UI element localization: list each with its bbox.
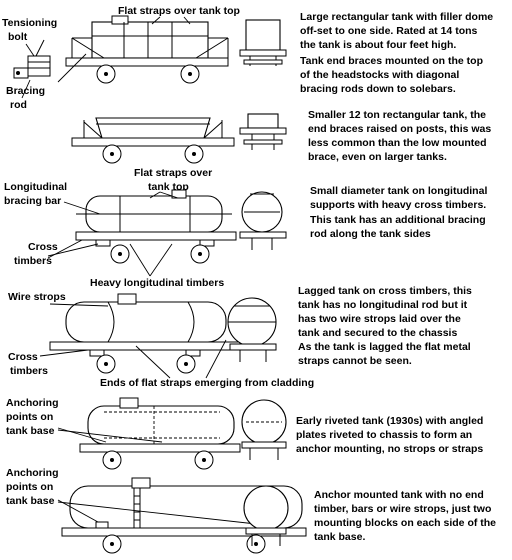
desc-5-line-3: anchor mounting, no strops or straps (296, 443, 483, 455)
desc-5-line-2: plates riveted to chassis to form an (296, 429, 472, 441)
wagon-2-end-view (239, 113, 287, 150)
desc-6-line-1: Anchor mounted tank with no end (314, 489, 484, 501)
wagon-4-end-view (227, 297, 277, 362)
desc-4-line-3: has two wire strops laid over the (298, 313, 461, 325)
desc-3-line-1: Small diameter tank on longitudinal (310, 185, 487, 197)
tensioning-bolt-detail (13, 39, 51, 99)
description-1: Large rectangular tank with filler dome … (300, 11, 493, 95)
label-flat-straps-top-1: Flat straps over tank top (118, 5, 240, 17)
desc-1-line-3: the tank is about four feet high. (300, 39, 456, 51)
label-flat-straps-top-2a: Flat straps over (134, 167, 212, 179)
description-5: Early riveted tank (1930s) with angled p… (296, 415, 483, 455)
label-anchoring-2b: points on (6, 481, 53, 493)
label-bracing-rod-2: rod (10, 99, 27, 111)
wagon-1-side-view (57, 15, 229, 84)
desc-4-line-1: Lagged tank on cross timbers, this (298, 285, 472, 297)
desc-6-line-4: tank base. (314, 531, 365, 543)
wagon-3-side-view (47, 189, 237, 277)
desc-2-line-3: less common than the low mounted (308, 137, 487, 149)
desc-4-line-4: tank and secured to the chassis (298, 327, 457, 339)
desc-5-line-1: Early riveted tank (1930s) with angled (296, 415, 483, 427)
wagon-3-end-view (239, 191, 287, 250)
wagon-5-side-view (57, 397, 241, 470)
label-wire-strops: Wire strops (8, 291, 66, 303)
label-anchoring-1a: Anchoring (6, 397, 59, 409)
label-anchoring-2a: Anchoring (6, 467, 59, 479)
wagon-2-side-view (71, 117, 235, 164)
label-longitudinal-bar-2: bracing bar (4, 195, 61, 207)
description-4: Lagged tank on cross timbers, this tank … (298, 285, 472, 367)
wagon-4-side-view (39, 293, 241, 379)
label-tensioning-bolt-2: bolt (8, 31, 28, 43)
desc-1-line-2: off-set to one side. Rated at 14 tons (300, 25, 478, 37)
label-cross-timbers-1b: timbers (14, 255, 52, 267)
wagon-6-side-view (57, 477, 307, 554)
desc-1-line-6: bracing rods down to solebars. (300, 83, 456, 95)
wagon-6-end-view (243, 485, 289, 546)
wagon-1-end-view (239, 19, 287, 66)
description-3: Small diameter tank on longitudinal supp… (310, 185, 487, 240)
desc-2-line-2: end braces raised on posts, this was (308, 123, 491, 135)
label-tensioning-bolt-1: Tensioning (2, 17, 57, 29)
label-heavy-longitudinal-timbers: Heavy longitudinal timbers (90, 277, 224, 289)
label-cross-timbers-1a: Cross (28, 241, 58, 253)
desc-4-line-5: As the tank is lagged the flat metal (298, 341, 471, 353)
desc-2-line-1: Smaller 12 ton rectangular tank, the (308, 109, 486, 121)
label-anchoring-2c: tank base (6, 495, 55, 507)
desc-1-line-4: Tank end braces mounted on the top (300, 55, 483, 67)
desc-4-line-6: straps cannot be seen. (298, 355, 412, 367)
desc-6-line-2: timber, bars or wire strops, just two (314, 503, 491, 515)
label-cross-timbers-2a: Cross (8, 351, 38, 363)
desc-1-line-1: Large rectangular tank with filler dome (300, 11, 493, 23)
wagon-5-end-view (241, 399, 287, 460)
desc-3-line-3: This tank has an additional bracing (310, 214, 486, 226)
desc-1-line-5: of the headstocks with diagonal (300, 69, 459, 81)
label-cross-timbers-2b: timbers (10, 365, 48, 377)
description-2: Smaller 12 ton rectangular tank, the end… (308, 109, 491, 163)
desc-2-line-4: brace, even on larger tanks. (308, 151, 447, 163)
desc-6-line-3: mounting blocks on each side of the (314, 517, 496, 529)
desc-3-line-4: rod along the tank sides (310, 228, 431, 240)
label-anchoring-1b: points on (6, 411, 53, 423)
description-6: Anchor mounted tank with no end timber, … (314, 489, 496, 543)
label-ends-flat-straps: Ends of flat straps emerging from claddi… (100, 377, 314, 389)
desc-3-line-2: supports with heavy cross timbers. (310, 199, 486, 211)
label-anchoring-1c: tank base (6, 425, 55, 437)
label-longitudinal-bar-1: Longitudinal (4, 181, 67, 193)
desc-4-line-2: tank has no longitudinal rod but it (298, 299, 468, 311)
